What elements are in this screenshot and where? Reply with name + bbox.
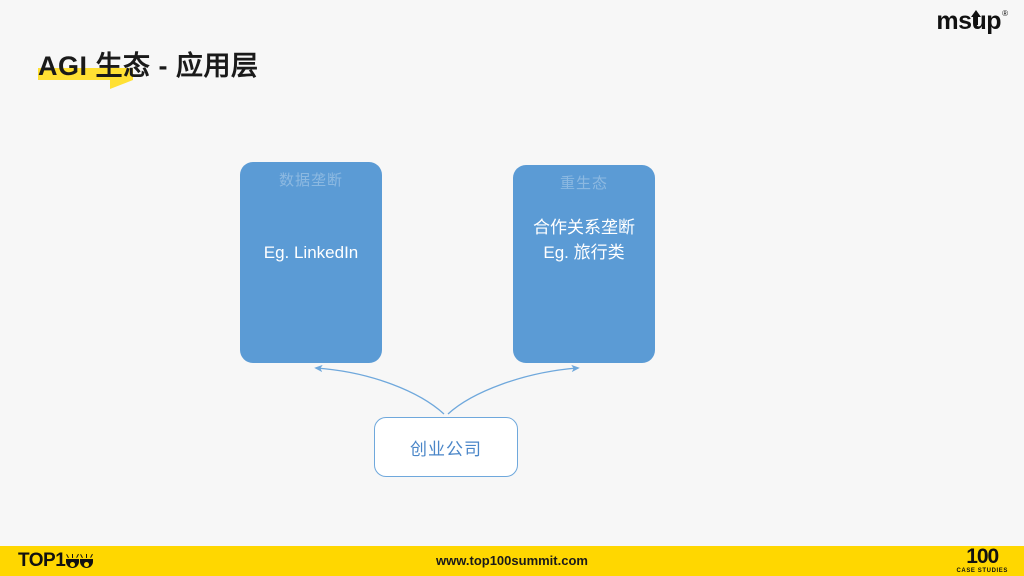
diagram-area: 数据垄断 Eg. LinkedIn 重生态 合作关系垄断 Eg. 旅行类 创业公… bbox=[240, 162, 655, 477]
node-body-line: Eg. LinkedIn bbox=[263, 243, 359, 262]
node-heading-left: 数据垄断 bbox=[278, 172, 343, 189]
arrow-to-left-node bbox=[314, 364, 445, 415]
node-startup-company-label: 创业公司 bbox=[410, 439, 482, 459]
node-startup-company[interactable]: 创业公司 bbox=[374, 417, 518, 477]
arrow-to-right-node bbox=[447, 364, 580, 415]
case-studies-subtitle: CASE STUDIES bbox=[956, 568, 1008, 574]
node-body-left: Eg. LinkedIn bbox=[240, 240, 382, 265]
title-highlight-bar bbox=[38, 68, 133, 80]
node-body-line: Eg. 旅行类 bbox=[543, 243, 625, 262]
msup-logo: msup ® bbox=[936, 8, 1008, 34]
node-body-line: 合作关系垄断 bbox=[533, 218, 635, 237]
footer-bar: TOP1 www.top100summit.com 100 CASE STUDI… bbox=[0, 546, 1024, 576]
page-title: AGI 生态 - 应用层 bbox=[38, 51, 259, 81]
top100-logo-text: TOP1 bbox=[18, 550, 66, 571]
top100-logo: TOP1 bbox=[18, 546, 94, 576]
case-studies-logo: 100 CASE STUDIES bbox=[956, 545, 1008, 575]
registered-mark: ® bbox=[1002, 9, 1008, 18]
case-studies-number: 100 bbox=[966, 545, 999, 568]
two-eyes-icon bbox=[66, 553, 80, 568]
two-eyes-icon-second bbox=[80, 553, 94, 568]
msup-wordmark: msup bbox=[936, 7, 1002, 35]
footer-url[interactable]: www.top100summit.com bbox=[436, 553, 588, 568]
node-heavy-ecosystem[interactable]: 重生态 合作关系垄断 Eg. 旅行类 bbox=[513, 165, 655, 363]
node-heading-right: 重生态 bbox=[559, 175, 608, 192]
node-data-monopoly[interactable]: 数据垄断 Eg. LinkedIn bbox=[240, 162, 382, 363]
title-highlight-tail bbox=[110, 80, 133, 89]
node-body-right: 合作关系垄断 Eg. 旅行类 bbox=[513, 215, 655, 265]
